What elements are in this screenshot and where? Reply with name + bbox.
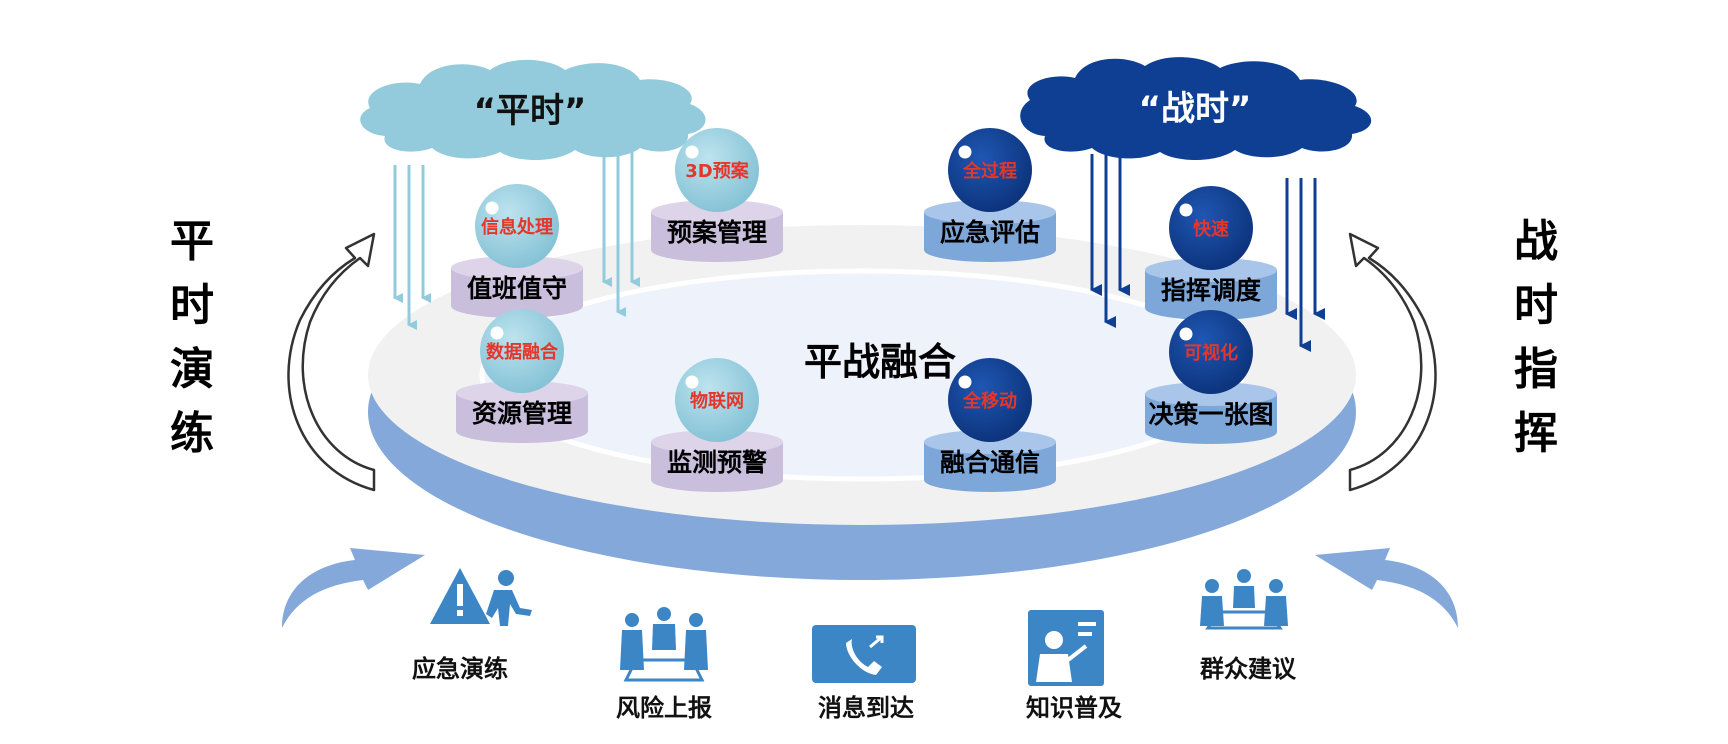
bottom-left-arrow-icon — [282, 548, 425, 628]
module-label: 监测预警 — [667, 448, 767, 477]
bottom-item-label-suggest: 群众建议 — [1200, 655, 1297, 683]
side-title-char: 指 — [1514, 344, 1558, 395]
side-title-char: 平 — [170, 216, 214, 267]
module-ball-label: 物联网 — [690, 390, 744, 412]
peace-cloud-shape — [360, 59, 706, 160]
meeting-icon — [620, 607, 708, 682]
platform-disk — [368, 225, 1356, 580]
module-ball-highlight — [490, 326, 504, 340]
side-title-char: 时 — [1514, 280, 1558, 331]
bottom-item-label-risk: 风险上报 — [616, 694, 712, 722]
module-ball-highlight — [958, 145, 972, 159]
module-ball-highlight — [485, 201, 499, 215]
left-cycle-arrow — [287, 232, 376, 492]
bottom-item-label-knowledge: 知识普及 — [1026, 694, 1122, 722]
bottom-item-label-message: 消息到达 — [818, 694, 914, 722]
side-title-char: 挥 — [1514, 408, 1558, 459]
center-title: 平战融合 — [804, 340, 956, 384]
bottom-item-label-drill: 应急演练 — [412, 655, 508, 683]
peace-down-arrows — [393, 146, 640, 330]
side-title-char: 练 — [170, 408, 214, 459]
side-title-char: 战 — [1514, 216, 1558, 267]
bottom-left-arrow — [282, 548, 425, 628]
bottom-right-arrow — [1315, 548, 1458, 628]
war-cloud: “战时” — [1020, 57, 1372, 160]
module-ball-label: 全移动 — [962, 390, 1017, 412]
warning-person-icon — [430, 568, 532, 626]
module-label: 预案管理 — [667, 218, 767, 247]
module-label: 指挥调度 — [1161, 276, 1261, 305]
module-ball-label: 信息处理 — [481, 216, 553, 238]
side-title-char: 演 — [170, 344, 214, 395]
right-curved-arrow-icon — [1348, 232, 1437, 492]
modules: 信息处理值班值守3D预案预案管理数据融合资源管理物联网监测预警全过程应急评估快速… — [451, 128, 1277, 492]
module-ball-label: 全过程 — [962, 160, 1017, 182]
bottom-right-arrow-icon — [1315, 548, 1458, 628]
right-cycle-arrow — [1348, 232, 1437, 492]
module-ball-highlight — [1179, 327, 1193, 341]
module-label: 资源管理 — [472, 399, 572, 428]
left-curved-arrow-icon — [287, 232, 376, 492]
module-ball-highlight — [958, 375, 972, 389]
teacher-board-icon — [1028, 610, 1104, 686]
war-cloud-shape — [1020, 57, 1372, 160]
war-down-arrows — [1090, 154, 1325, 352]
module-label: 决策一张图 — [1148, 400, 1273, 429]
module-label: 融合通信 — [940, 448, 1040, 477]
module-ball-label: 可视化 — [1184, 342, 1238, 364]
module-label: 应急评估 — [940, 218, 1040, 247]
module-ball-highlight — [1179, 203, 1193, 217]
phone-icon — [812, 625, 916, 683]
war-cloud-label: “战时” — [1139, 89, 1252, 129]
module-ball-label: 3D预案 — [685, 160, 749, 182]
module-ball-label: 数据融合 — [486, 341, 559, 363]
module-ball-highlight — [685, 145, 699, 159]
peace-cloud: “平时” — [360, 59, 706, 160]
module-label: 值班值守 — [467, 274, 567, 303]
group-discussion-icon — [1200, 569, 1288, 630]
peace-cloud-label: “平时” — [474, 91, 587, 131]
module-ball-highlight — [685, 375, 699, 389]
side-title-char: 时 — [170, 280, 214, 331]
module-ball-label: 快速 — [1193, 218, 1229, 240]
